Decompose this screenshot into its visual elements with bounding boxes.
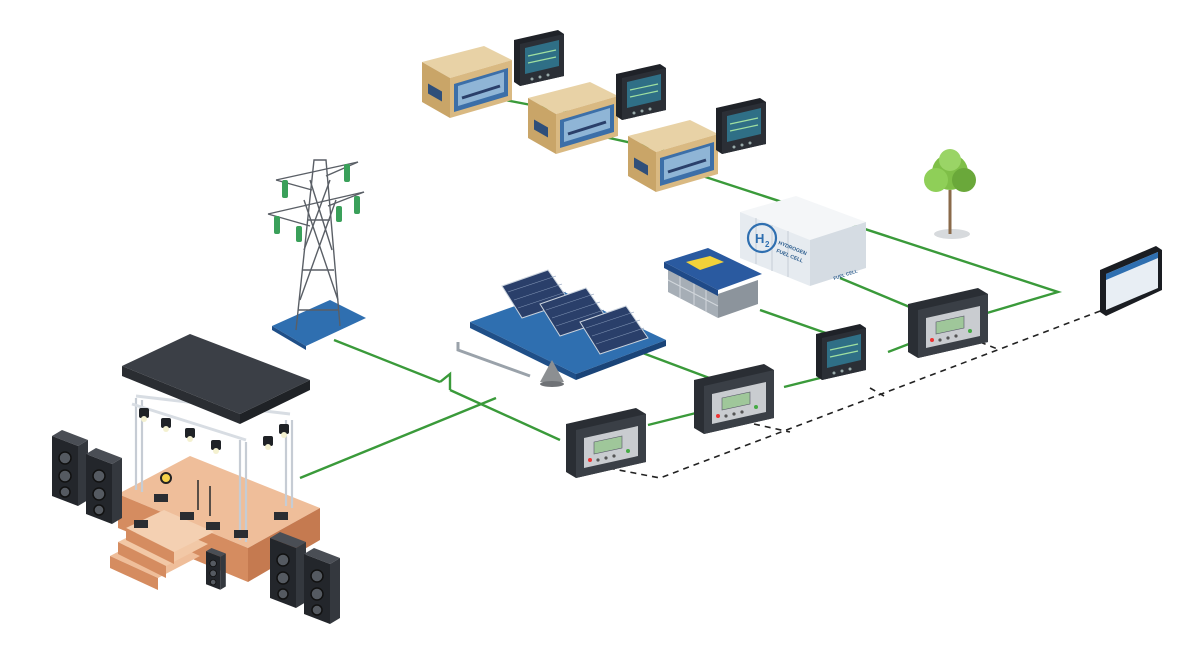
controller-display-main xyxy=(815,323,867,381)
touchscreen-hmi-icon xyxy=(1100,246,1162,316)
microphones xyxy=(197,480,211,516)
communication-bus xyxy=(597,307,1109,479)
generator-container-icon xyxy=(420,44,720,194)
solar-panel-icon xyxy=(456,269,666,387)
controller-2 xyxy=(693,363,775,435)
h2-symbol: H xyxy=(755,231,764,246)
stage-roof xyxy=(122,334,310,414)
h2-subscript: 2 xyxy=(765,240,770,249)
transmission-tower-icon xyxy=(267,159,366,350)
spotlight xyxy=(160,472,172,484)
stage-monitors xyxy=(134,494,288,538)
controller-3 xyxy=(907,287,989,359)
h2-badge-icon xyxy=(746,222,778,254)
line-break-mark xyxy=(439,371,452,390)
controller-1 xyxy=(565,407,647,479)
tree-icon xyxy=(924,149,976,239)
battery-storage-icon xyxy=(664,248,762,318)
insulators xyxy=(274,164,360,242)
hydrogen-fuel-cell-icon: H 2 HYDROGEN FUEL CELL FUEL CELL xyxy=(740,196,866,286)
